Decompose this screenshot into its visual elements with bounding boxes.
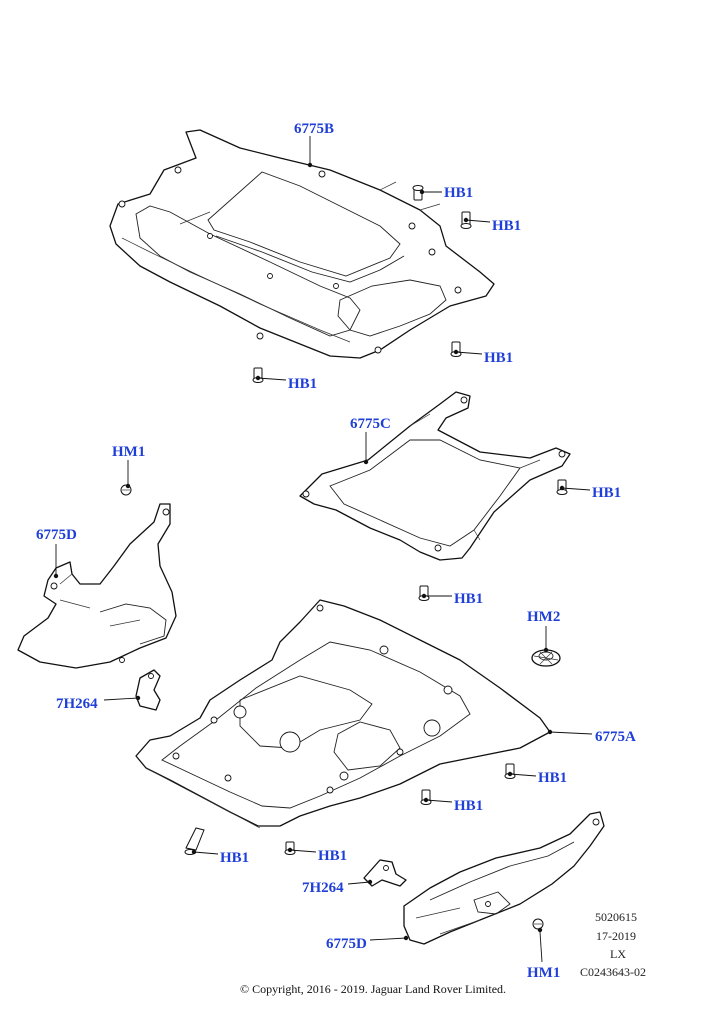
part-hm2-nut xyxy=(531,649,561,667)
callout-hb1: HB1 xyxy=(484,350,513,366)
bolts xyxy=(120,185,568,930)
callout-hb1: HB1 xyxy=(492,218,521,234)
bolt-icon xyxy=(418,585,430,601)
callout-6775d: 6775D xyxy=(326,936,367,952)
callout-hb1: HB1 xyxy=(220,850,249,866)
bolt-icon xyxy=(252,367,264,383)
part-6775d-bottom-shield xyxy=(403,811,605,945)
drawing-model: LX xyxy=(610,947,626,961)
callout-7h264: 7H264 xyxy=(302,880,344,896)
drawing-number: 5020615 xyxy=(595,910,637,924)
callout-6775b: 6775B xyxy=(294,121,334,137)
bolt-icon xyxy=(420,789,432,805)
callout-hm1: HM1 xyxy=(527,965,560,981)
callout-hb1: HB1 xyxy=(454,798,483,814)
part-6775b-shield xyxy=(109,129,495,359)
copyright-notice: © Copyright, 2016 - 2019. Jaguar Land Ro… xyxy=(240,982,506,996)
bolt-icon xyxy=(504,763,516,779)
drawing-reference: 5020615 17-2019 LX C0243643-02 xyxy=(580,910,646,979)
callout-hm2: HM2 xyxy=(527,609,560,625)
callout-hm1: HM1 xyxy=(112,444,145,460)
part-6775a-shield xyxy=(135,599,551,829)
callout-6775c: 6775C xyxy=(350,416,391,432)
callout-hb1: HB1 xyxy=(592,485,621,501)
callout-hb1: HB1 xyxy=(318,848,347,864)
bolt-icon xyxy=(450,341,462,357)
callout-hb1: HB1 xyxy=(444,185,473,201)
callout-6775d: 6775D xyxy=(36,527,77,543)
bolt-icon xyxy=(532,918,544,930)
part-6775d-left-shield xyxy=(17,503,177,669)
callout-hb1: HB1 xyxy=(538,770,567,786)
callout-hb1: HB1 xyxy=(454,591,483,607)
leader-lines xyxy=(53,136,593,963)
drawing-date: 17-2019 xyxy=(596,929,636,943)
part-6775c-shield xyxy=(299,391,571,561)
callout-7h264: 7H264 xyxy=(56,696,98,712)
callout-hb1: HB1 xyxy=(288,376,317,392)
bolt-icon xyxy=(412,185,424,201)
callout-labels: 6775B HB1 HB1 HB1 HB1 6775C HB1 HB1 HM1 … xyxy=(36,121,636,981)
part-7h264-left-bracket xyxy=(135,669,161,711)
part-7h264-bottom-bracket xyxy=(363,859,407,887)
callout-6775a: 6775A xyxy=(595,729,636,745)
drawing-code: C0243643-02 xyxy=(580,965,646,979)
